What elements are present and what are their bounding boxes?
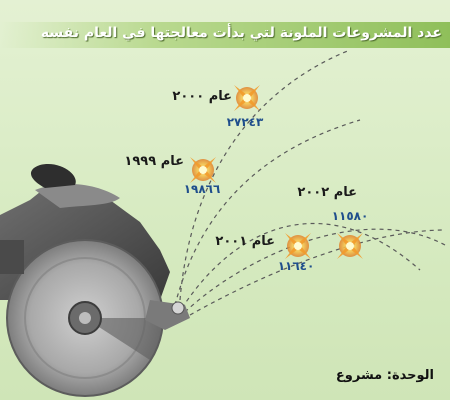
value-label-2000: ٢٧٢٤٣	[227, 115, 264, 129]
trajectory-2002	[181, 222, 421, 309]
year-label-2002: عام ٢٠٠٢	[297, 185, 357, 200]
year-label-2001: عام ٢٠٠١	[215, 234, 275, 249]
unit-label: الوحدة: مشروع	[335, 368, 434, 383]
spark-icon-2002	[337, 233, 363, 259]
spark-icon-2001	[285, 233, 311, 259]
title-bar: عدد المشروعات الملونة لتي بدأت معالجتها …	[0, 22, 450, 48]
spark-icon-1999	[190, 157, 216, 183]
chart-title: عدد المشروعات الملونة لتي بدأت معالجتها …	[40, 25, 442, 41]
data-points	[190, 85, 363, 259]
year-label-1999: عام ١٩٩٩	[124, 154, 184, 169]
year-label-2000: عام ٢٠٠٠	[172, 89, 232, 104]
spark-icon-2000	[234, 85, 260, 111]
trajectory-low	[189, 229, 446, 316]
value-label-1999: ١٩٨٦٦	[184, 182, 221, 196]
value-label-2001: ١١٦٤٠	[278, 259, 315, 273]
circular-saw-icon	[0, 164, 190, 397]
value-label-2002: ١١٥٨٠	[332, 209, 369, 223]
